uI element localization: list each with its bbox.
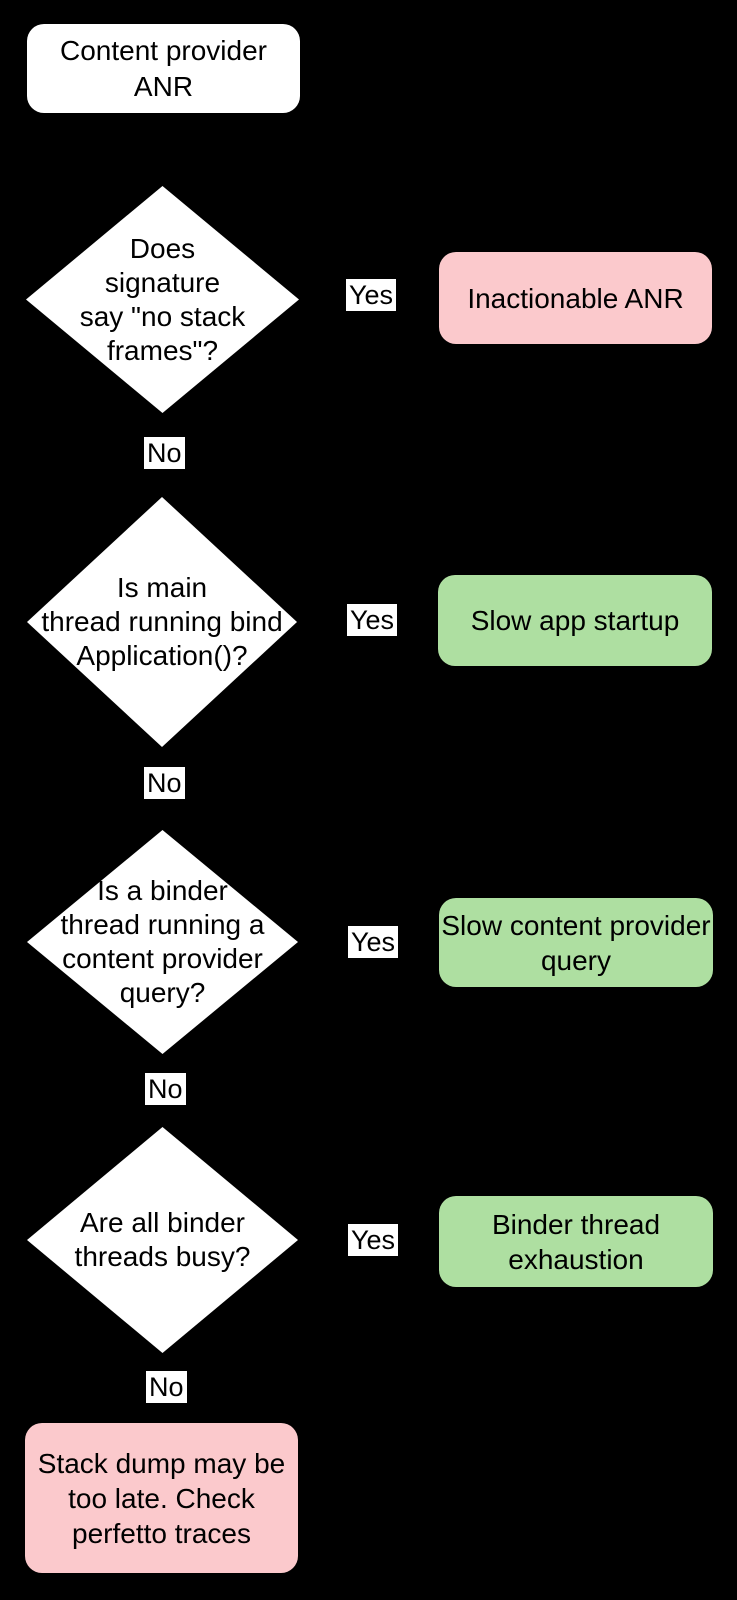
outcome-binder-thread-exhaustion: Binder thread exhaustion: [439, 1196, 713, 1287]
decision-question: Is a binder thread running a content pro…: [60, 875, 265, 1008]
yes-edge-label: Yes: [346, 279, 397, 311]
no-edge-label: No: [144, 767, 185, 799]
yes-edge-label: Yes: [348, 926, 399, 958]
no-edge-label: No: [145, 1073, 186, 1105]
decision-question: Is main thread running bind Application(…: [41, 572, 283, 671]
decision-node-no-stack-frames: Does signature say "no stack frames"?: [26, 186, 299, 413]
outcome-slow-content-provider-query: Slow content provider query: [439, 898, 713, 987]
outcome-slow-app-startup: Slow app startup: [438, 575, 712, 666]
outcome-label: Binder thread exhaustion: [491, 1208, 661, 1275]
start-node-label: Content provider ANR: [59, 34, 267, 102]
decision-node-binder-threads-busy: Are all binder threads busy?: [27, 1127, 298, 1353]
no-edge-label: No: [146, 1371, 187, 1403]
no-edge-label: No: [144, 437, 185, 469]
yes-edge-label: Yes: [348, 1224, 399, 1256]
outcome-label: Slow content provider query: [441, 909, 711, 976]
outcome-label: Inactionable ANR: [467, 282, 684, 314]
outcome-inactionable-anr: Inactionable ANR: [439, 252, 712, 344]
outcome-label: Slow app startup: [470, 605, 680, 636]
fallback-node-label: Stack dump may be too late. Check perfet…: [37, 1447, 286, 1549]
decision-question: Does signature say "no stack frames"?: [79, 232, 246, 366]
start-node: Content provider ANR: [27, 24, 300, 113]
decision-question: Are all binder threads busy?: [74, 1207, 251, 1272]
decision-node-content-provider-query: Is a binder thread running a content pro…: [27, 830, 298, 1054]
decision-node-bind-application: Is main thread running bind Application(…: [27, 497, 297, 747]
yes-edge-label: Yes: [347, 604, 398, 636]
fallback-node-stack-dump: Stack dump may be too late. Check perfet…: [25, 1423, 298, 1573]
